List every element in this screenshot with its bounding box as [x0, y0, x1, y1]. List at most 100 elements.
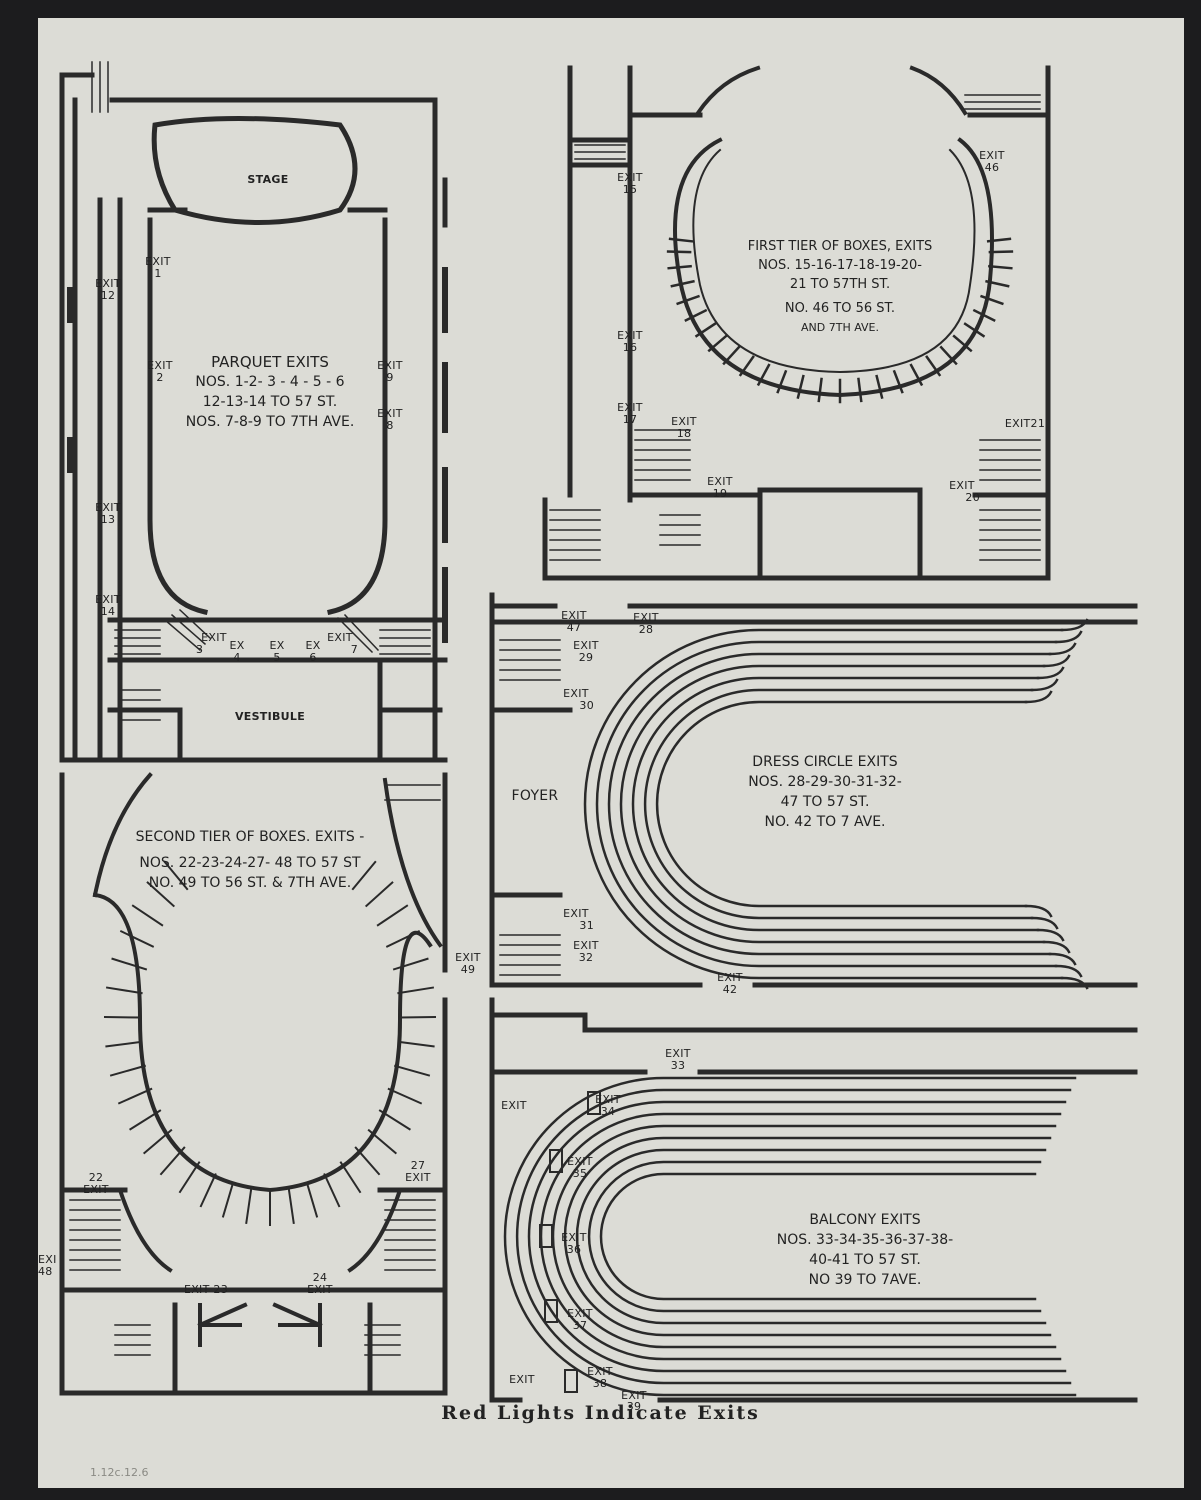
dress-circle-tiers	[583, 618, 1089, 990]
first-tier-stairs	[549, 94, 1041, 561]
exit-word: Exit	[307, 1283, 333, 1296]
exit-word: Exit	[183, 1283, 210, 1296]
box-divider	[892, 369, 904, 394]
seating-tier	[631, 676, 1040, 932]
exit-label-37: Exit37	[562, 1308, 598, 1332]
exit-label-2: Exit2	[142, 360, 178, 384]
box-divider	[398, 1015, 437, 1019]
box-divider	[666, 250, 692, 254]
archive-handwritten-note: 1.12c.12.6	[90, 1466, 149, 1479]
exit-word: Exit	[147, 359, 173, 372]
box-divider	[756, 363, 771, 387]
dress-circle-walls	[489, 592, 1138, 988]
exit-number: 46	[984, 161, 1000, 174]
box-divider	[159, 1146, 186, 1176]
vestibule-label: Vestibule	[234, 710, 306, 723]
exit-word: Exit	[617, 329, 643, 342]
seating-tier-end	[1048, 642, 1077, 966]
exit-word: Exit	[949, 479, 975, 492]
first-tier-box-dividers	[666, 237, 1014, 404]
box-divider	[393, 1064, 431, 1077]
exit-word: Ex	[229, 639, 245, 652]
box-divider	[105, 1040, 143, 1048]
box-divider	[684, 308, 708, 322]
dress-circle-exits-title: Dress Circle Exits	[752, 754, 898, 770]
box-divider	[980, 294, 1004, 306]
box-divider	[111, 957, 148, 971]
exit-label-22: 22Exit	[78, 1172, 114, 1196]
exit-word: Ex	[305, 639, 321, 652]
exit-number: 4	[233, 651, 241, 664]
first-tier-exits-line-1: Nos. 15-16-17-18-19-20-	[758, 258, 922, 273]
exit-number: 29	[578, 651, 594, 664]
exit-word: Exit	[573, 939, 599, 952]
exit-label-34: Exit34	[590, 1094, 626, 1118]
exit-label-32: Exit32	[568, 940, 604, 964]
box-divider	[364, 881, 394, 908]
exit-word: Exit	[717, 971, 743, 984]
exit-word: Exit	[1004, 417, 1031, 430]
exit-label-8: Exit8	[372, 408, 408, 432]
exit-number: 20	[965, 491, 980, 504]
exit-label-16: Exit16	[612, 330, 648, 354]
exit-number: 1	[154, 267, 162, 280]
exit-label-14: Exit14	[90, 594, 126, 618]
second-tier-exits-title: Second Tier of Boxes. Exits -	[135, 829, 365, 845]
seating-tier	[655, 700, 1028, 908]
box-divider	[985, 279, 1010, 288]
seating-tier	[583, 628, 1064, 980]
exit-label-13: Exit13	[90, 502, 126, 526]
first-tier-exits-line-4: and 7th Ave.	[801, 321, 879, 334]
exit-label-30: Exit30	[558, 688, 594, 712]
box-divider	[354, 1146, 381, 1176]
exit-label-47: Exit47	[556, 610, 592, 634]
box-divider	[351, 860, 377, 891]
exit-number: 39	[626, 1400, 642, 1413]
footer-caption: Red Lights Indicate Exits	[441, 1402, 760, 1424]
box-divider	[722, 345, 741, 366]
exit-label-balcony-left: Exit	[496, 1100, 532, 1112]
seating-tier	[619, 664, 1046, 944]
exit-label-20: Exit20	[944, 480, 980, 504]
exit-label-7: Exit7	[322, 632, 358, 656]
balcony-exits-title: Balcony Exits	[809, 1212, 921, 1228]
exit-number: 16	[622, 341, 638, 354]
exit-label-9: Exit9	[372, 360, 408, 384]
second-tier-stair-arrows	[197, 1302, 323, 1347]
balcony-box	[539, 1224, 553, 1248]
foyer-label: Foyer	[511, 788, 559, 804]
exit-number: 7	[350, 643, 358, 656]
seating-tier	[607, 652, 1052, 956]
exit-number: 35	[572, 1167, 588, 1180]
exit-word: Exit	[617, 171, 643, 184]
exit-word: Exit	[201, 631, 227, 644]
exit-label-27: 27Exit	[400, 1160, 436, 1184]
exit-word: Exit	[563, 907, 589, 920]
exit-label-48: Exit48	[38, 1254, 58, 1278]
box-divider	[367, 1128, 398, 1155]
box-divider	[199, 1173, 217, 1208]
box-divider	[129, 1109, 162, 1131]
exit-word: Exit	[707, 475, 733, 488]
box-divider	[909, 363, 924, 387]
seating-tier-end	[1024, 690, 1053, 918]
box-divider	[323, 1173, 341, 1208]
box-divider	[986, 237, 1012, 243]
seating-tier	[599, 1172, 1037, 1301]
exit-label-38: Exit38	[582, 1366, 618, 1390]
balcony-exits-line-3: No 39 To 7Ave.	[808, 1272, 922, 1288]
exit-word: Exit	[563, 687, 589, 700]
exit-word: Exit	[509, 1373, 535, 1386]
exit-number: 32	[578, 951, 594, 964]
second-tier-walls	[59, 772, 448, 1396]
box-divider	[925, 355, 942, 377]
exit-word: Exit	[979, 149, 1005, 162]
box-divider	[707, 334, 728, 353]
box-divider	[163, 860, 189, 891]
exit-word: Exit	[405, 1171, 431, 1184]
box-divider	[387, 1087, 423, 1105]
exit-word: Exit	[38, 1254, 56, 1266]
exit-word: Exit	[95, 593, 121, 606]
box-divider	[339, 1161, 362, 1194]
